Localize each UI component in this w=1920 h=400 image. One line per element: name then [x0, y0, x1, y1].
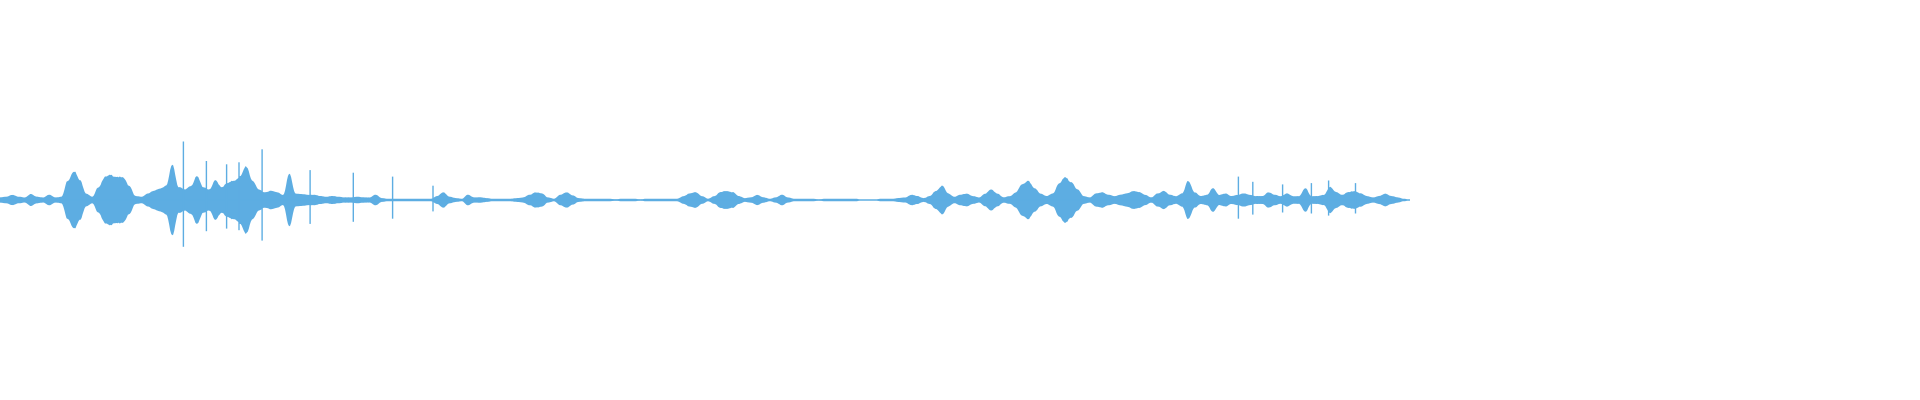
waveform-transients — [182, 141, 1357, 247]
waveform-body — [0, 164, 1410, 236]
